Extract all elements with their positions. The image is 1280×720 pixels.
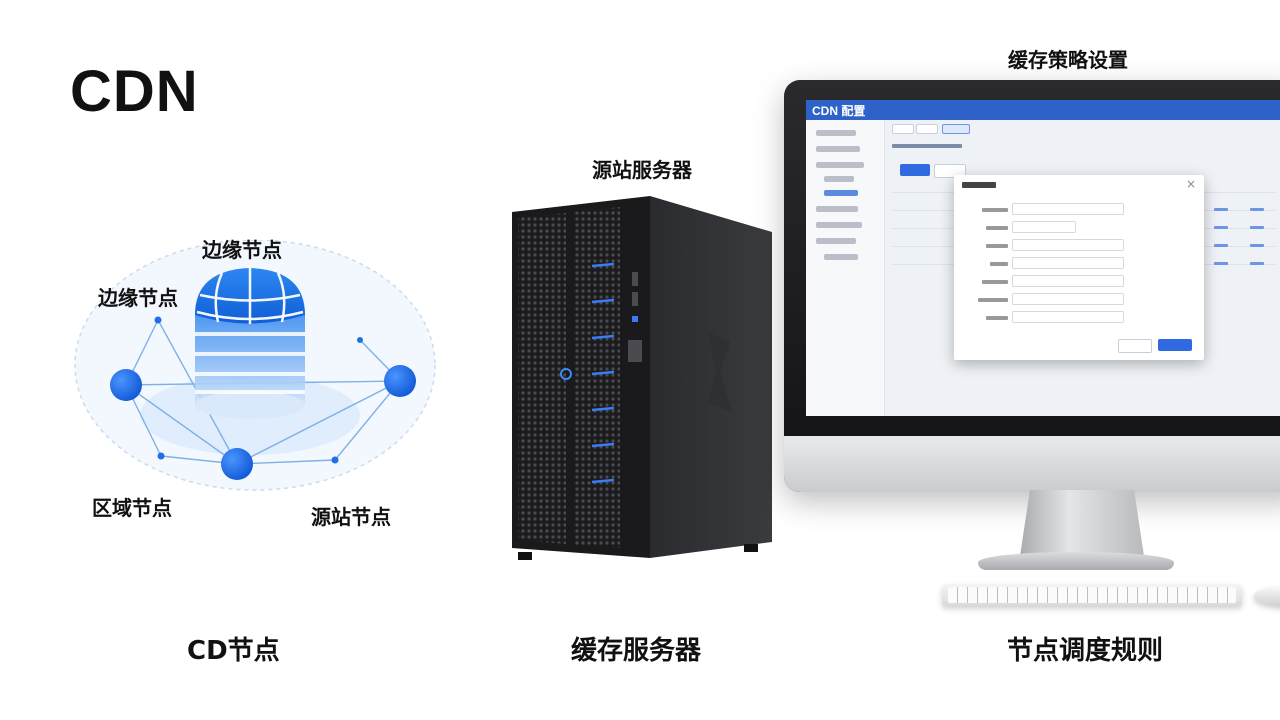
sidebar-item[interactable] [816, 162, 864, 168]
sidebar-item[interactable] [816, 222, 862, 228]
caption-cd-nodes: CD节点 [187, 636, 280, 666]
sidebar-item[interactable] [816, 146, 860, 152]
cache-cluster-icon [195, 268, 305, 419]
table-link[interactable] [1250, 226, 1264, 229]
table-link[interactable] [1214, 262, 1228, 265]
page-title: CDN [70, 59, 199, 124]
tab-pill[interactable] [916, 124, 938, 134]
sidebar-item[interactable] [816, 130, 856, 136]
modal-title [962, 182, 996, 188]
mouse [1254, 586, 1280, 606]
origin-node [384, 365, 416, 397]
breadcrumb [892, 144, 962, 148]
table-link[interactable] [1214, 208, 1228, 211]
monitor-stand [1020, 490, 1144, 556]
label-region-node: 区域节点 [92, 496, 172, 520]
label-origin-server: 源站服务器 [592, 158, 692, 182]
app-sidebar [806, 120, 885, 416]
form-label [982, 280, 1008, 284]
sidebar-item[interactable] [816, 206, 858, 212]
form-select[interactable] [1012, 203, 1124, 215]
caption-node-scheduling: 节点调度规则 [1007, 636, 1164, 666]
primary-button[interactable] [900, 164, 930, 176]
label-edge-node-left: 边缘节点 [98, 286, 178, 310]
cdn-network-diagram [74, 240, 436, 491]
form-select[interactable] [1012, 275, 1124, 287]
form-label [986, 226, 1008, 230]
label-origin-node: 源站节点 [311, 505, 391, 529]
form-label [990, 262, 1008, 266]
label-edge-node-top: 边缘节点 [202, 238, 282, 262]
modal-confirm-button[interactable] [1158, 339, 1192, 351]
form-input[interactable] [1012, 311, 1124, 323]
monitor-stand-base [978, 552, 1174, 570]
tab-pill[interactable] [892, 124, 914, 134]
sidebar-item[interactable] [816, 238, 856, 244]
form-label [986, 316, 1008, 320]
close-icon[interactable]: × [1185, 177, 1196, 191]
sidebar-item-active[interactable] [824, 190, 858, 196]
form-label [986, 244, 1008, 248]
modal-cancel-button[interactable] [1118, 339, 1152, 353]
sidebar-item[interactable] [824, 176, 854, 182]
monitor-screen: CDN 配置 × [806, 100, 1280, 416]
form-input[interactable] [1012, 239, 1124, 251]
table-link[interactable] [1214, 226, 1228, 229]
table-link[interactable] [1250, 244, 1264, 247]
keyboard-keys [948, 587, 1236, 603]
secondary-button[interactable] [934, 164, 966, 178]
minor-nodes [154, 316, 363, 464]
app-logo: CDN 配置 [812, 104, 866, 118]
table-link[interactable] [1250, 262, 1264, 265]
sidebar-item[interactable] [824, 254, 858, 260]
region-node [221, 448, 253, 480]
table-link[interactable] [1214, 244, 1228, 247]
form-label [982, 208, 1008, 212]
form-input[interactable] [1012, 221, 1076, 233]
table-link[interactable] [1250, 208, 1264, 211]
caption-cache-server: 缓存服务器 [571, 636, 702, 666]
form-select[interactable] [1012, 293, 1124, 305]
form-label [978, 298, 1008, 302]
keyboard [942, 584, 1242, 606]
form-input[interactable] [1012, 257, 1124, 269]
app-header: CDN 配置 [806, 100, 1280, 120]
edge-node-left [110, 369, 142, 401]
label-cache-policy: 缓存策略设置 [1008, 48, 1128, 72]
monitor-chin [784, 436, 1280, 492]
tab-pill-active[interactable] [942, 124, 970, 134]
settings-modal: × [954, 175, 1204, 360]
server-tower-image [512, 196, 772, 560]
